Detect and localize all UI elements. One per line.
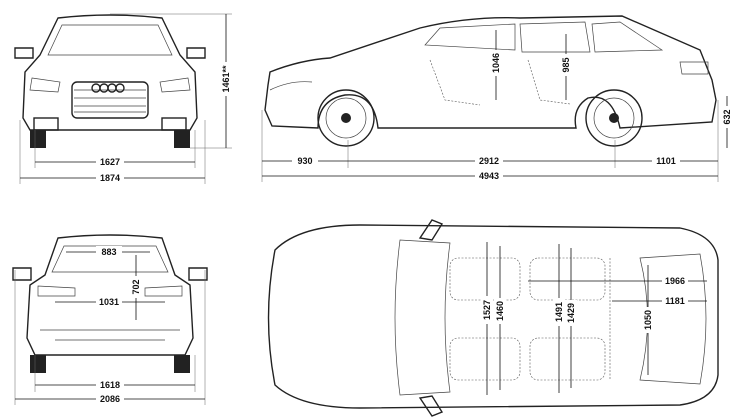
- length-label: 4943: [479, 171, 499, 181]
- rear-shoulder-width-label: 1491: [554, 302, 564, 322]
- width-mirrors-label: 2086: [100, 394, 120, 404]
- front-elbow-width-label: 1460: [495, 301, 505, 321]
- rear-track-label: 1618: [100, 380, 120, 390]
- front-headroom-label: 1046: [491, 53, 501, 73]
- loading-height-label: 702: [131, 279, 141, 294]
- rear-overhang-label: 1101: [656, 156, 676, 166]
- front-shoulder-width-label: 1527: [482, 300, 492, 320]
- rear-headroom-label: 985: [561, 57, 571, 72]
- sill-height-label: 632: [722, 109, 732, 124]
- front-width-label: 1874: [100, 173, 120, 183]
- load-length-label: 1181: [665, 296, 685, 306]
- loading-width-label: 1031: [99, 297, 119, 307]
- load-length-folded-label: 1966: [665, 276, 685, 286]
- front-view: 1627 1874 1461**: [14, 13, 232, 184]
- rear-view: 883 702 1031 1618 2086: [12, 234, 208, 405]
- loading-width-top-label: 883: [101, 247, 116, 257]
- front-overhang-label: 930: [297, 156, 312, 166]
- rear-elbow-width-label: 1429: [566, 303, 576, 323]
- front-track-label: 1627: [100, 157, 120, 167]
- top-view: 1527 1460 1491 1429 1966 1181 1050: [267, 219, 719, 417]
- side-view: 930 2912 1101 4943 632 1046 985: [261, 15, 733, 182]
- wheelarch-width-label: 1050: [643, 310, 653, 330]
- wheelbase-label: 2912: [479, 156, 499, 166]
- height-label: 1461**: [221, 65, 231, 93]
